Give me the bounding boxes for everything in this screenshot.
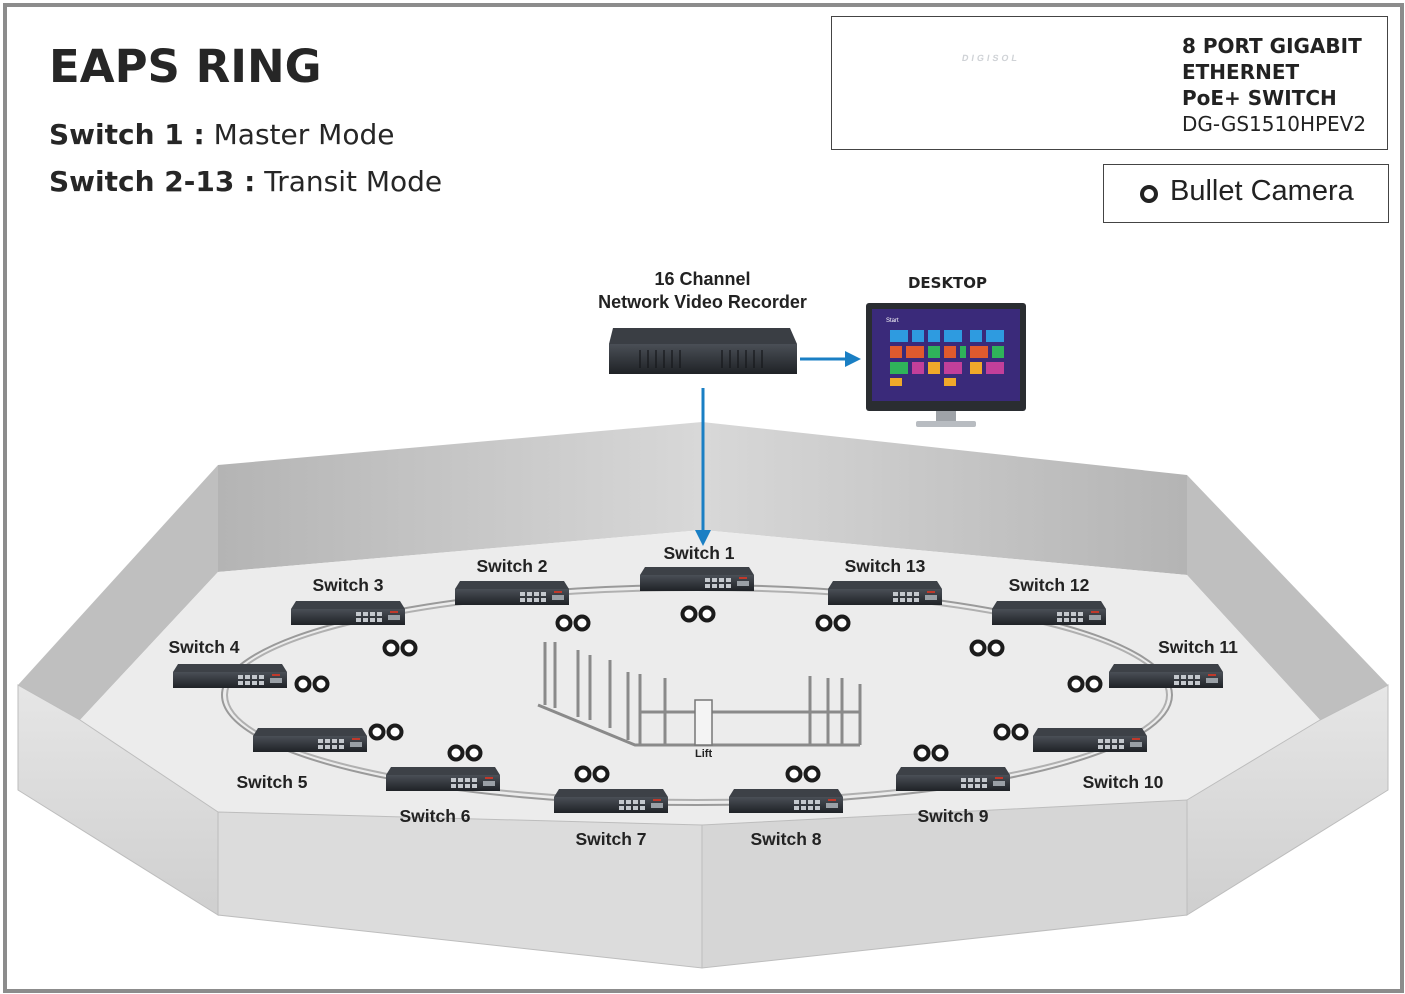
- bullet-camera-icon: [931, 744, 949, 762]
- switch-label-5: Switch 5: [236, 772, 308, 792]
- switch-label-3: Switch 3: [312, 575, 384, 595]
- product-description: 8 PORT GIGABIT ETHERNET PoE+ SWITCH DG-G…: [1182, 33, 1366, 137]
- product-info-box: 8 PORT GIGABIT ETHERNET PoE+ SWITCH DG-G…: [831, 16, 1388, 150]
- bullet-camera-icon: [815, 614, 833, 632]
- product-line-1: 8 PORT GIGABIT: [1182, 34, 1362, 58]
- mode-value: Master Mode: [213, 118, 395, 151]
- bullet-camera-pair-3: [382, 639, 418, 657]
- bullet-camera-icon: [382, 639, 400, 657]
- bullet-camera-icon: [447, 744, 465, 762]
- mode-switch-1: Switch 1 : Master Mode: [49, 118, 394, 151]
- nvr-device: [609, 328, 797, 374]
- legend-box: Bullet Camera: [1103, 164, 1389, 223]
- switch-device-2: [455, 581, 569, 605]
- switch-device-1: [640, 567, 754, 591]
- switch-label-13: Switch 13: [844, 556, 926, 576]
- product-line-2: ETHERNET: [1182, 60, 1300, 84]
- switch-label-10: Switch 10: [1082, 772, 1164, 792]
- bullet-camera-icon: [913, 744, 931, 762]
- product-line-3: PoE+ SWITCH: [1182, 86, 1337, 110]
- switch-device-12: [992, 601, 1106, 625]
- switch-label-6: Switch 6: [399, 806, 471, 826]
- diagram-frame: [3, 3, 1404, 993]
- switch-label-12: Switch 12: [1008, 575, 1090, 595]
- bullet-camera-pair-6: [447, 744, 483, 762]
- bullet-camera-icon: [573, 614, 591, 632]
- nvr-label-line-2: Network Video Recorder: [598, 292, 807, 312]
- switch-label-4: Switch 4: [168, 637, 240, 657]
- bullet-camera-pair-5: [368, 723, 404, 741]
- switch-device-4: [173, 664, 287, 688]
- switch-label-8: Switch 8: [750, 829, 822, 849]
- bullet-camera-icon: [785, 765, 803, 783]
- camera-layer: [294, 605, 1103, 783]
- nvr-to-switch1-arrow: [695, 388, 711, 546]
- nvr-label-line-1: 16 Channel: [654, 269, 751, 289]
- bullet-camera-icon: [386, 723, 404, 741]
- bullet-camera-icon: [592, 765, 610, 783]
- switch-device-8: [729, 789, 843, 813]
- bullet-camera-icon: [312, 675, 330, 693]
- switch-layer: [173, 567, 1223, 813]
- bullet-camera-pair-8: [785, 765, 821, 783]
- switch-device-3: [291, 601, 405, 625]
- bullet-camera-icon: [368, 723, 386, 741]
- bullet-camera-icon: [993, 723, 1011, 741]
- legend-label: Bullet Camera: [1170, 175, 1354, 207]
- bullet-camera-icon: [680, 605, 698, 623]
- bullet-camera-icon: [987, 639, 1005, 657]
- switch-device-9: [896, 767, 1010, 791]
- switch-label-7: Switch 7: [575, 829, 647, 849]
- desktop-monitor: [866, 303, 1026, 427]
- product-model: DG-GS1510HPEV2: [1182, 112, 1367, 136]
- bullet-camera-pair-11: [1067, 675, 1103, 693]
- diagram-title: EAPS RING: [49, 40, 322, 93]
- bullet-camera-pair-4: [294, 675, 330, 693]
- switch-label-2: Switch 2: [476, 556, 548, 576]
- desktop-screen-text: Start: [886, 318, 899, 324]
- bullet-camera-icon: [400, 639, 418, 657]
- nvr-label: 16 Channel Network Video Recorder: [580, 268, 825, 314]
- product-brand-label: DIGISOL: [961, 53, 1021, 63]
- switch-label-9: Switch 9: [917, 806, 989, 826]
- desktop-label: DESKTOP: [907, 274, 988, 292]
- bullet-camera-pair-12: [969, 639, 1005, 657]
- bullet-camera-icon: [555, 614, 573, 632]
- mode-value: Transit Mode: [264, 165, 443, 198]
- nvr-to-desktop-arrow: [800, 351, 861, 367]
- bullet-camera-icon: [294, 675, 312, 693]
- switch-device-5: [253, 728, 367, 752]
- bullet-camera-icon: [1067, 675, 1085, 693]
- lift-label: Lift: [695, 748, 713, 760]
- lift-structure: [537, 642, 862, 747]
- switch-device-6: [386, 767, 500, 791]
- building-front-wall: [17, 684, 1389, 969]
- bullet-camera-icon: [574, 765, 592, 783]
- building-back-wall: [18, 422, 1388, 720]
- bullet-camera-pair-7: [574, 765, 610, 783]
- bullet-camera-icon: [465, 744, 483, 762]
- switch-device-11: [1109, 664, 1223, 688]
- switch-label-11: Switch 11: [1158, 637, 1238, 657]
- switch-device-7: [554, 789, 668, 813]
- mode-switch-2-13: Switch 2-13 : Transit Mode: [49, 165, 442, 198]
- mode-key: Switch 2-13 :: [49, 165, 256, 198]
- mode-key: Switch 1 :: [49, 118, 205, 151]
- bullet-camera-pair-1: [680, 605, 716, 623]
- bullet-camera-icon: [833, 614, 851, 632]
- bullet-camera-icon: [1085, 675, 1103, 693]
- bullet-camera-icon: [803, 765, 821, 783]
- bullet-camera-icon: [1011, 723, 1029, 741]
- bullet-camera-icon: [1140, 185, 1158, 203]
- bullet-camera-icon: [969, 639, 987, 657]
- bullet-camera-pair-13: [815, 614, 851, 632]
- switch-device-10: [1033, 728, 1147, 752]
- bullet-camera-pair-10: [993, 723, 1029, 741]
- switch-label-1: Switch 1: [663, 543, 735, 563]
- bullet-camera-icon: [698, 605, 716, 623]
- switch-device-13: [828, 581, 942, 605]
- bullet-camera-pair-9: [913, 744, 949, 762]
- bullet-camera-pair-2: [555, 614, 591, 632]
